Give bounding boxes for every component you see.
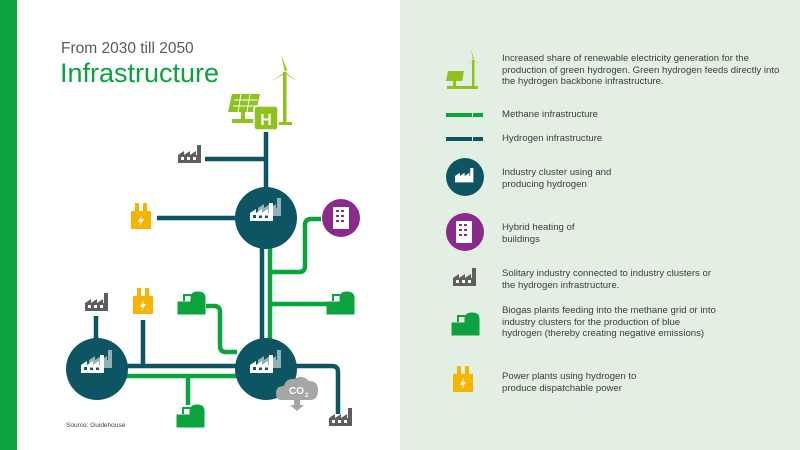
power-plant-node bbox=[133, 288, 153, 314]
legend-item-building: Hybrid heating of buildings bbox=[502, 222, 575, 245]
legend-item-factory: Solitary industry connected to industry … bbox=[502, 268, 712, 291]
hydrogen-h-label: H bbox=[260, 112, 272, 129]
page-subtitle: From 2030 till 2050 bbox=[61, 40, 194, 57]
co2-cloud-icon: CO 2 bbox=[276, 376, 318, 411]
hydrogen-pipe bbox=[293, 363, 341, 414]
building-node bbox=[322, 199, 360, 237]
industry-cluster-left bbox=[66, 338, 128, 400]
biogas-node bbox=[326, 291, 355, 315]
factory-node bbox=[85, 293, 108, 311]
power-plant-node bbox=[131, 203, 151, 229]
factory-node bbox=[329, 408, 352, 426]
legend-factory-icon bbox=[453, 268, 476, 286]
methane-pipe bbox=[206, 303, 237, 355]
methane-pipe bbox=[270, 216, 321, 275]
biogas-node bbox=[176, 404, 205, 428]
methane-pipes bbox=[125, 216, 327, 405]
legend-item-methane: Methane infrastructure bbox=[502, 109, 598, 120]
legend-methane-pipe-icon bbox=[446, 113, 483, 117]
legend-building-icon bbox=[446, 213, 484, 251]
accent-bar bbox=[0, 0, 17, 450]
industry-cluster-bottom bbox=[235, 338, 297, 400]
legend-industry-cluster-icon bbox=[446, 158, 484, 196]
page-title: Infrastructure bbox=[60, 58, 220, 88]
legend-power-plant-icon bbox=[453, 366, 473, 392]
biogas-node bbox=[177, 291, 206, 315]
legend-item-biogas: Biogas plants feeding into the methane g… bbox=[502, 305, 716, 340]
legend-item-industry-cluster: Industry cluster using and producing hyd… bbox=[502, 167, 612, 190]
hydrogen-pipes bbox=[93, 132, 341, 414]
factory-node bbox=[178, 145, 201, 163]
legend-hydrogen-pipe-icon bbox=[446, 137, 483, 141]
legend-biogas-icon bbox=[451, 312, 480, 336]
legend-renewable-icon bbox=[446, 50, 482, 89]
renewable-source-icon: H bbox=[228, 54, 298, 131]
co2-label: CO bbox=[289, 386, 304, 397]
industry-cluster-top bbox=[235, 187, 297, 249]
co2-subscript: 2 bbox=[305, 393, 309, 399]
legend-item-hydrogen: Hydrogen infrastructure bbox=[502, 133, 603, 144]
source-note: Source: Guidehouse bbox=[66, 422, 126, 429]
legend-item-power-plant: Power plants using hydrogen to produce d… bbox=[502, 371, 637, 394]
legend-item-renewable: Increased share of renewable electricity… bbox=[502, 53, 780, 88]
